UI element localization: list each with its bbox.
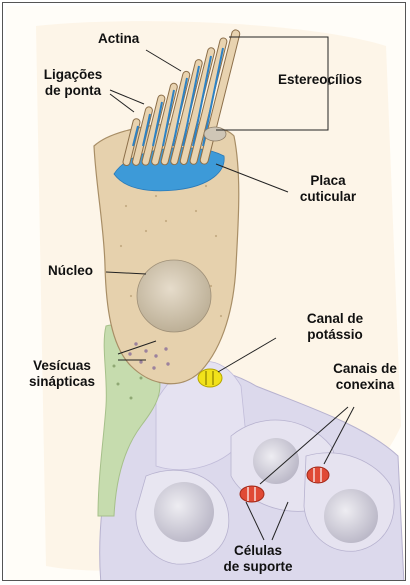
- label-vesiculas-line2: sinápticas: [18, 374, 106, 390]
- label-ligacoes-line2: de ponta: [33, 83, 113, 99]
- label-nucleo: Núcleo: [48, 263, 93, 279]
- label-actina: Actina: [98, 31, 139, 47]
- support-nucleus: [154, 482, 214, 542]
- connexin-channel-right: [307, 467, 329, 483]
- support-nucleus: [253, 438, 299, 484]
- label-celulas-line1: Células: [213, 543, 303, 559]
- label-conexina-line1: Canais de: [323, 361, 406, 377]
- label-ligacoes-line1: Ligações: [33, 67, 113, 83]
- label-canal-line1: Canal de: [293, 311, 377, 327]
- nucleus: [137, 260, 211, 332]
- label-conexina-line2: conexina: [323, 377, 406, 393]
- label-canal-line2: potássio: [293, 327, 377, 343]
- support-nucleus: [324, 489, 378, 543]
- kinocilium-base: [204, 127, 226, 141]
- figure-frame: Actina Ligações de ponta Estereocílios P…: [2, 2, 406, 581]
- label-placa-line1: Placa: [288, 173, 368, 189]
- label-estereocilios: Estereocílios: [278, 72, 362, 88]
- label-celulas-line2: de suporte: [213, 559, 303, 575]
- label-vesiculas-line1: Vesícuas: [18, 358, 106, 374]
- label-placa-line2: cuticular: [288, 189, 368, 205]
- connexin-channel-left: [240, 486, 264, 502]
